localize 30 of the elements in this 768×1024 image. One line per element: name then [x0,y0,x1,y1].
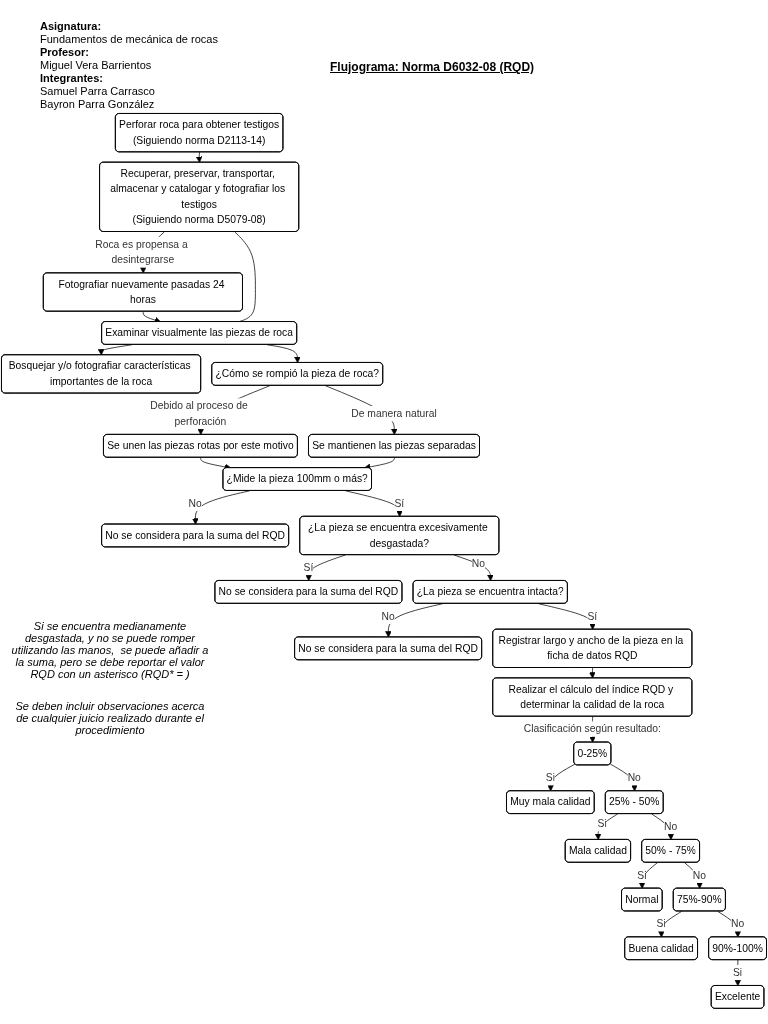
edge-label: Clasificación según resultado: [523,722,661,735]
header-label: Integrantes: [40,72,104,85]
edge-label: No [664,820,678,833]
edge-label: Si [637,868,647,881]
header-label: Profesor: [40,46,90,59]
note-text: Se deben incluir observaciones acerca de cualquier juicio realizado durante el procedimiento [14,700,206,736]
header-text: Fundamentos de mecánica de rocas [40,33,219,46]
edge-label: No [381,609,395,622]
edge-label: Si [597,817,607,830]
edge-label: Sí [587,609,598,622]
edge-label: Si [656,917,666,930]
edge-label: Si [545,771,555,784]
edge-label: Si [732,966,743,979]
edge-label: No [188,497,202,509]
edge-label: Debido al proceso de perforación [150,399,248,428]
edge-label: Roca es propensa a desintegrarse [95,238,188,266]
edge-label: Sí [394,497,405,509]
header-text: Samuel Parra Carrasco [40,85,156,98]
edge-label: Sí [303,561,314,574]
edge-label: No [692,868,706,881]
edge-label: No [471,557,485,569]
header-label: Asignatura: [40,20,103,33]
header-text: Miguel Vera Barrientos [40,59,153,72]
edge-label: No [627,771,641,784]
diagram-title: Flujograma: Norma D6032-08 (RQD) [330,60,535,74]
note-text: Si se encuentra medianamente desgastada, y no se puede romper utilizando las manos, se puede añadir a la suma, pero se debe reportar el valor RQD con un asterisco (RQD* = ) [10,620,210,680]
edge-label: De manera natural [351,407,437,420]
connector [234,231,256,323]
edge-label: No [730,917,745,930]
header-text: Bayron Parra González [40,98,156,111]
